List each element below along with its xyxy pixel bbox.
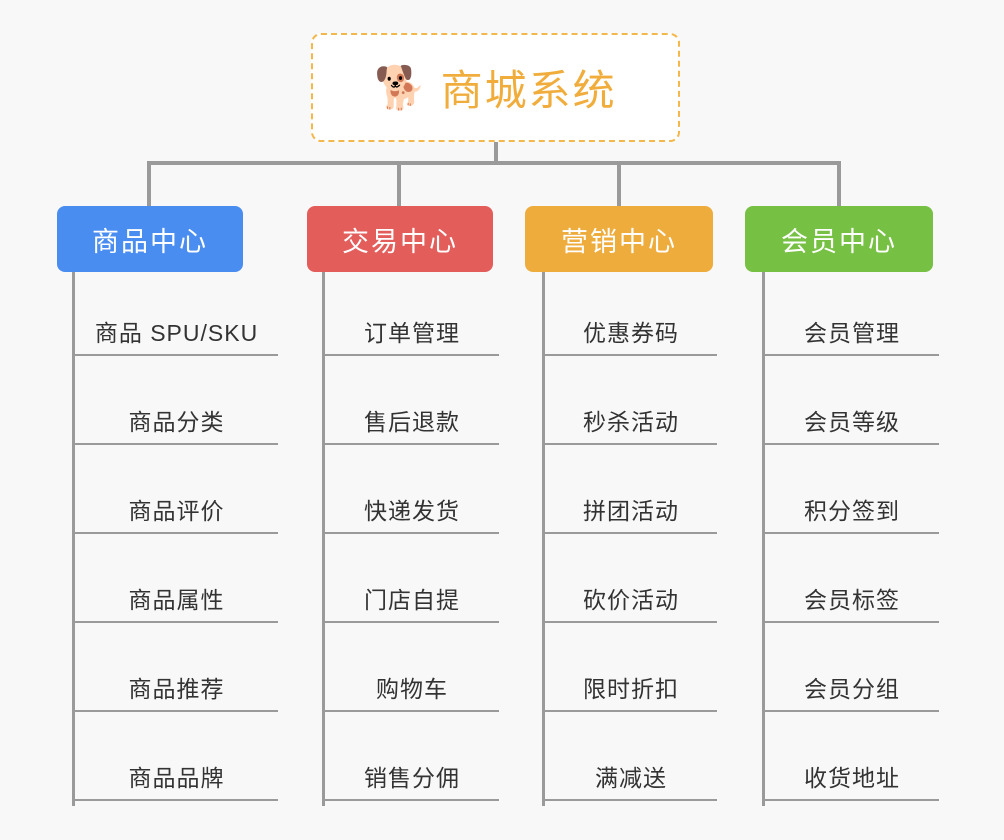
list-item-label: 会员等级 [804, 409, 900, 435]
list-item[interactable]: 限时折扣 [545, 628, 717, 712]
column-spine-4 [762, 272, 765, 806]
list-item-label: 售后退款 [364, 409, 460, 435]
connector-drop-1 [147, 161, 151, 207]
list-item[interactable]: 积分签到 [765, 450, 939, 534]
list-item-label: 收货地址 [804, 765, 900, 791]
list-item-label: 商品推荐 [128, 676, 225, 702]
category-header-4[interactable]: 会员中心 [745, 206, 933, 272]
list-item[interactable]: 会员标签 [765, 539, 939, 623]
list-item[interactable]: 售后退款 [325, 361, 499, 445]
list-item-label: 会员标签 [804, 587, 900, 613]
connector-root-stem [494, 142, 498, 164]
category-header-2[interactable]: 交易中心 [307, 206, 493, 272]
list-item[interactable]: 商品属性 [75, 539, 278, 623]
list-item[interactable]: 满减送 [545, 717, 717, 801]
list-item[interactable]: 商品 SPU/SKU [75, 272, 278, 356]
category-header-3[interactable]: 营销中心 [525, 206, 713, 272]
list-item-label: 商品属性 [128, 587, 225, 613]
list-item[interactable]: 购物车 [325, 628, 499, 712]
column-spine-1 [72, 272, 75, 806]
list-item[interactable]: 会员管理 [765, 272, 939, 356]
category-header-label: 交易中心 [342, 226, 458, 257]
list-item[interactable]: 商品推荐 [75, 628, 278, 712]
list-item[interactable]: 秒杀活动 [545, 361, 717, 445]
list-item-label: 会员分组 [804, 676, 900, 702]
list-item[interactable]: 拼团活动 [545, 450, 717, 534]
list-item[interactable]: 快递发货 [325, 450, 499, 534]
connector-drop-4 [837, 161, 841, 207]
list-item[interactable]: 订单管理 [325, 272, 499, 356]
column-spine-2 [322, 272, 325, 806]
category-column-4: 会员管理会员等级积分签到会员标签会员分组收货地址 [762, 272, 939, 806]
column-spine-3 [542, 272, 545, 806]
list-item-label: 购物车 [376, 676, 448, 702]
list-item[interactable]: 商品分类 [75, 361, 278, 445]
category-column-1: 商品 SPU/SKU 商品分类商品评价商品属性商品推荐商品品牌 [72, 272, 278, 806]
connector-horizontal-bus [149, 161, 841, 165]
list-item-label: 秒杀活动 [583, 409, 679, 435]
list-item[interactable]: 商品评价 [75, 450, 278, 534]
list-item[interactable]: 会员分组 [765, 628, 939, 712]
list-item[interactable]: 门店自提 [325, 539, 499, 623]
list-item-label: 订单管理 [364, 320, 460, 346]
list-item-label: 商品 SPU/SKU [94, 320, 259, 346]
category-header-label: 商品中心 [92, 226, 208, 257]
connector-drop-3 [617, 161, 621, 207]
list-item[interactable]: 砍价活动 [545, 539, 717, 623]
category-header-label: 会员中心 [781, 226, 897, 257]
list-item-label: 会员管理 [804, 320, 900, 346]
list-item-label: 销售分佣 [364, 765, 460, 791]
list-item-label: 快递发货 [364, 498, 460, 524]
category-column-2: 订单管理售后退款快递发货门店自提购物车销售分佣 [322, 272, 499, 806]
list-item[interactable]: 销售分佣 [325, 717, 499, 801]
list-item-label: 砍价活动 [583, 587, 679, 613]
list-item-label: 优惠券码 [583, 320, 679, 346]
list-item-label: 积分签到 [804, 498, 900, 524]
list-item[interactable]: 商品品牌 [75, 717, 278, 801]
list-item-label: 满减送 [595, 765, 667, 791]
root-node-shop-system[interactable]: 🐕 商城系统 [311, 33, 680, 142]
list-item-label: 拼团活动 [583, 498, 679, 524]
list-item-label: 门店自提 [364, 587, 460, 613]
list-item-label: 商品品牌 [128, 765, 225, 791]
shiba-dog-face-icon: 🐕 [374, 63, 427, 111]
list-item[interactable]: 优惠券码 [545, 272, 717, 356]
connector-drop-2 [397, 161, 401, 207]
list-item-label: 商品评价 [128, 498, 225, 524]
list-item-label: 限时折扣 [583, 676, 679, 702]
root-node-title: 商城系统 [440, 67, 617, 114]
list-item[interactable]: 收货地址 [765, 717, 939, 801]
category-column-3: 优惠券码秒杀活动拼团活动砍价活动限时折扣满减送 [542, 272, 717, 806]
list-item-label: 商品分类 [128, 409, 225, 435]
category-header-label: 营销中心 [561, 226, 677, 257]
category-header-1[interactable]: 商品中心 [57, 206, 243, 272]
list-item[interactable]: 会员等级 [765, 361, 939, 445]
